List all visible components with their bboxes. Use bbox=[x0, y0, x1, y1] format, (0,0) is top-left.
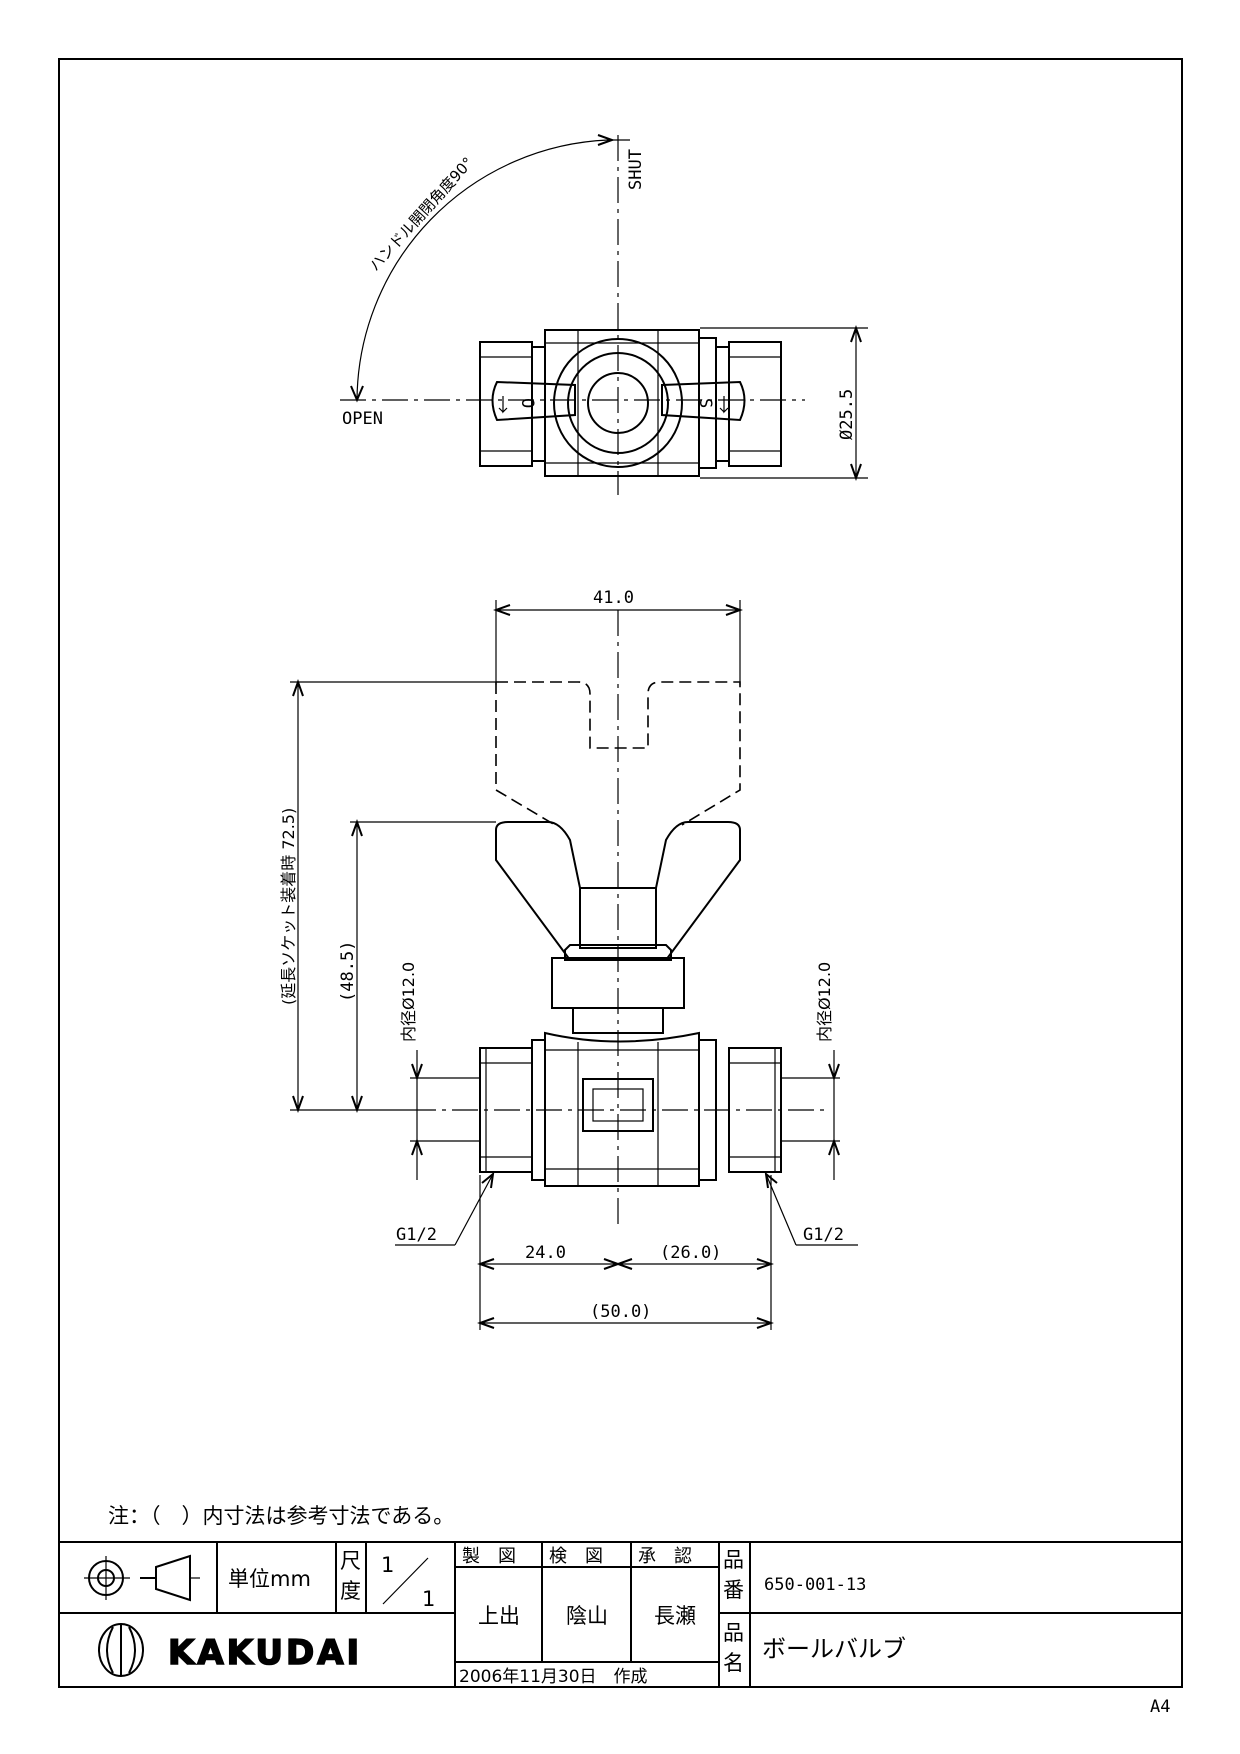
part-name-label-2: 名 bbox=[723, 1651, 744, 1675]
reference-note: 注：（ ）内寸法は参考寸法である。 bbox=[108, 1504, 454, 1528]
valve-body-front bbox=[544, 1031, 700, 1187]
part-no-label-1: 品 bbox=[723, 1548, 744, 1572]
third-angle-projection-icon bbox=[84, 1554, 200, 1602]
scale-label-1: 尺 bbox=[340, 1549, 361, 1573]
name-draw: 上出 bbox=[478, 1604, 520, 1628]
right-nut bbox=[728, 1047, 782, 1173]
role-check: 検 図 bbox=[549, 1546, 603, 1567]
part-number: 650-001-13 bbox=[764, 1575, 866, 1595]
thread-left-label: G1/2 bbox=[396, 1225, 437, 1245]
scale-denominator: 1 bbox=[422, 1587, 435, 1611]
part-name: ボールバルブ bbox=[762, 1635, 906, 1663]
dim-height-body: (48.5) bbox=[338, 941, 358, 1002]
shut-label: SHUT bbox=[626, 149, 646, 190]
part-no-label-2: 番 bbox=[723, 1578, 744, 1602]
dim-width-top: 41.0 bbox=[593, 588, 634, 608]
paper-size-label: A4 bbox=[1150, 1697, 1170, 1717]
role-approve: 承 認 bbox=[638, 1546, 692, 1567]
thread-right-label: G1/2 bbox=[803, 1225, 844, 1245]
open-label: OPEN bbox=[342, 409, 383, 429]
dim-right: (26.0) bbox=[660, 1243, 721, 1263]
front-view: 41.0 bbox=[279, 588, 858, 1330]
dim-height-total: (延長ソケット装着時 72.5) bbox=[279, 808, 298, 1005]
handle-letter-s: S bbox=[695, 398, 715, 408]
drawing-border bbox=[58, 58, 1183, 1688]
handle-open bbox=[491, 380, 576, 422]
handle-shut bbox=[661, 380, 746, 422]
dim-total: (50.0) bbox=[590, 1302, 651, 1322]
part-name-label-1: 品 bbox=[723, 1621, 744, 1645]
name-check: 陰山 bbox=[566, 1604, 608, 1628]
extension-socket-outline bbox=[495, 681, 741, 826]
name-approve: 長瀬 bbox=[654, 1604, 696, 1628]
butterfly-handle bbox=[495, 821, 741, 961]
scale-numerator: 1 bbox=[381, 1553, 394, 1577]
bore-left-label: 内径Ø12.0 bbox=[399, 962, 418, 1042]
scale-label-2: 度 bbox=[340, 1579, 361, 1603]
brand-name: KAKUDAI bbox=[168, 1633, 362, 1673]
diameter-label: Ø25.5 bbox=[837, 389, 857, 440]
handle-angle-label: ハンドル開閉角度90° bbox=[366, 154, 477, 275]
left-nut bbox=[479, 1047, 533, 1173]
unit-label: 単位mm bbox=[228, 1567, 311, 1591]
handle-angle-arc bbox=[356, 139, 609, 401]
handle-letter-o: O bbox=[517, 398, 537, 408]
role-draw: 製 図 bbox=[462, 1546, 516, 1567]
kakudai-logo bbox=[98, 1623, 144, 1677]
bore-right-label: 内径Ø12.0 bbox=[815, 962, 834, 1042]
date-created: 2006年11月30日 作成 bbox=[459, 1667, 648, 1687]
dim-left: 24.0 bbox=[525, 1243, 566, 1263]
title-block: 単位mm 尺 度 1 1 製 図 検 図 承 認 上出 陰山 長瀬 2006年1… bbox=[58, 1541, 1183, 1688]
top-view: SHUT OPEN ハンドル開閉角度90° O S bbox=[340, 134, 868, 495]
